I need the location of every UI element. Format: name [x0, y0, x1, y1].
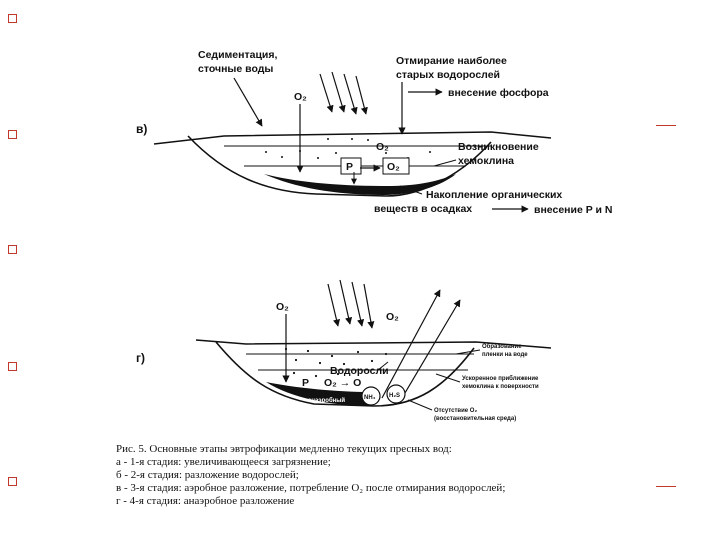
caption-line: в - 3-я стадия: аэробное разложение, пот… [116, 482, 506, 494]
sunlight-arrows [327, 279, 375, 329]
p-box [340, 157, 362, 175]
diagram-tag: г) [136, 351, 145, 365]
label-sediment-matter: веществ в осадках [374, 203, 472, 215]
label-p: P [302, 377, 309, 389]
caption-line: б - 2-я стадия: разложение водорослей; [116, 469, 299, 481]
bullet-square [8, 130, 17, 139]
label-o2-air: O₂ [294, 91, 307, 103]
label-old-algae-death: Отмирание наиболее [396, 55, 507, 67]
label-phosphorus-input: внесение фосфора [448, 87, 549, 99]
label-reducing-medium: (восстановительная среда) [434, 416, 516, 422]
bullet-square [8, 245, 17, 254]
label-p: P [346, 161, 353, 173]
label-o2-bottom: O₂ [387, 161, 400, 173]
bullet-square [8, 362, 17, 371]
label-old-algae: старых водорослей [396, 69, 500, 81]
bullet-square [8, 477, 17, 486]
label-anaerobic-layer: анаэробный [308, 397, 345, 404]
sediment-layer [264, 174, 456, 195]
gas-release-arrow [381, 289, 441, 399]
label-o2-release: O₂ [386, 311, 399, 323]
anaerobic-sediment [266, 382, 372, 406]
nh4-bubble [361, 386, 381, 406]
bullet-square [8, 14, 17, 23]
label-pn-input: внесение P и N [534, 204, 612, 216]
label-chemocline-origin: Возникновение [458, 141, 539, 153]
eutrophication-figure: в) [96, 8, 656, 530]
figure-svg: в) [136, 49, 612, 422]
shoreline [153, 131, 552, 145]
accumulation-pointer [399, 185, 423, 195]
h2s-bubble [386, 384, 406, 404]
label-h2s: H₂S [389, 393, 400, 399]
figure-caption: Рис. 5. Основные этапы эвтрофикации медл… [116, 443, 656, 508]
sedimentation-arrow [233, 77, 263, 127]
o2-box [382, 157, 410, 175]
absence-pointer [407, 399, 433, 411]
diagram-stage-4: г) O₂ [136, 279, 552, 422]
sunlight-arrows [319, 71, 368, 115]
caption-line: а - 1-я стадия: увеличивающееся загрязне… [116, 456, 331, 468]
accelerated-pointer [435, 373, 461, 383]
diagram-tag: в) [136, 122, 147, 136]
caption-title: Рис. 5. Основные этапы эвтрофикации медл… [116, 443, 452, 455]
label-o2-absence: Отсутствие O₂ [434, 408, 477, 414]
label-chemocline: хемоклина [458, 155, 514, 167]
label-sedimentation: Седиментация, [198, 49, 278, 61]
label-accelerated: Ускоренное приближение [462, 375, 539, 382]
label-accumulation: Накопление органических [426, 189, 562, 201]
label-chemocline-surface: хемоклина к поверхности [462, 384, 539, 390]
accent-line [656, 125, 676, 126]
label-o2-surface: O₂ [376, 141, 389, 153]
accent-line [656, 486, 676, 487]
label-film-on-water: пленки на воде [482, 352, 528, 358]
label-o2-air: O₂ [276, 301, 289, 313]
label-sewage: сточные воды [198, 63, 273, 75]
label-film-formation: Образование [482, 343, 522, 350]
shoreline [195, 339, 552, 349]
basin-outline [187, 135, 492, 197]
label-nh4: NH₄ [364, 395, 376, 401]
basin-outline [215, 341, 475, 407]
chemocline-pointer [433, 159, 457, 167]
gas-release-arrow [401, 299, 461, 399]
algae-pointer [377, 361, 389, 371]
label-algae: Водоросли [330, 365, 389, 377]
suspended-particles [265, 138, 431, 160]
caption-line: г - 4-я стадия: анаэробное разложение [116, 495, 295, 507]
film-pointer [455, 349, 481, 355]
label-o2-conversion: O₂ → O [324, 377, 361, 389]
diagram-stage-3: в) [136, 49, 612, 216]
